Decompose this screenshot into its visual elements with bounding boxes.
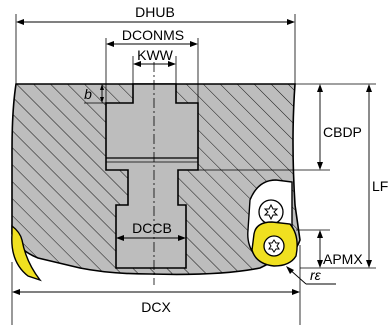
- apmx-label: APMX: [323, 251, 363, 267]
- dimension-dhub: DHUB: [15, 4, 296, 84]
- dimension-b: b: [84, 83, 133, 104]
- dhub-label: DHUB: [135, 4, 175, 20]
- re-label: rε: [310, 267, 322, 283]
- right-insert-assembly: [247, 179, 298, 267]
- dimension-dconms: DCONMS: [105, 27, 199, 103]
- dimension-dccb: DCCB: [116, 220, 186, 241]
- clamp-screw-torx-icon: [263, 203, 279, 221]
- lf-label: LF: [372, 178, 388, 194]
- dimension-dcx: DCX: [11, 245, 301, 325]
- b-label: b: [84, 86, 92, 102]
- cbdp-label: CBDP: [323, 124, 362, 140]
- dimension-lf: LF: [300, 83, 388, 269]
- dimension-apmx: APMX: [296, 229, 363, 268]
- dimension-corner-radius: rε: [286, 266, 336, 285]
- kww-label: KWW: [137, 47, 174, 63]
- left-insert: [11, 224, 42, 282]
- dimension-kww: KWW: [132, 47, 177, 84]
- insert-screw-torx-icon: [268, 239, 280, 253]
- dconms-label: DCONMS: [122, 27, 184, 43]
- dimension-cbdp: CBDP: [198, 83, 362, 171]
- central-bore: [105, 83, 199, 269]
- dcx-label: DCX: [141, 299, 171, 315]
- bore-shape: [105, 83, 199, 269]
- dccb-label: DCCB: [132, 220, 172, 236]
